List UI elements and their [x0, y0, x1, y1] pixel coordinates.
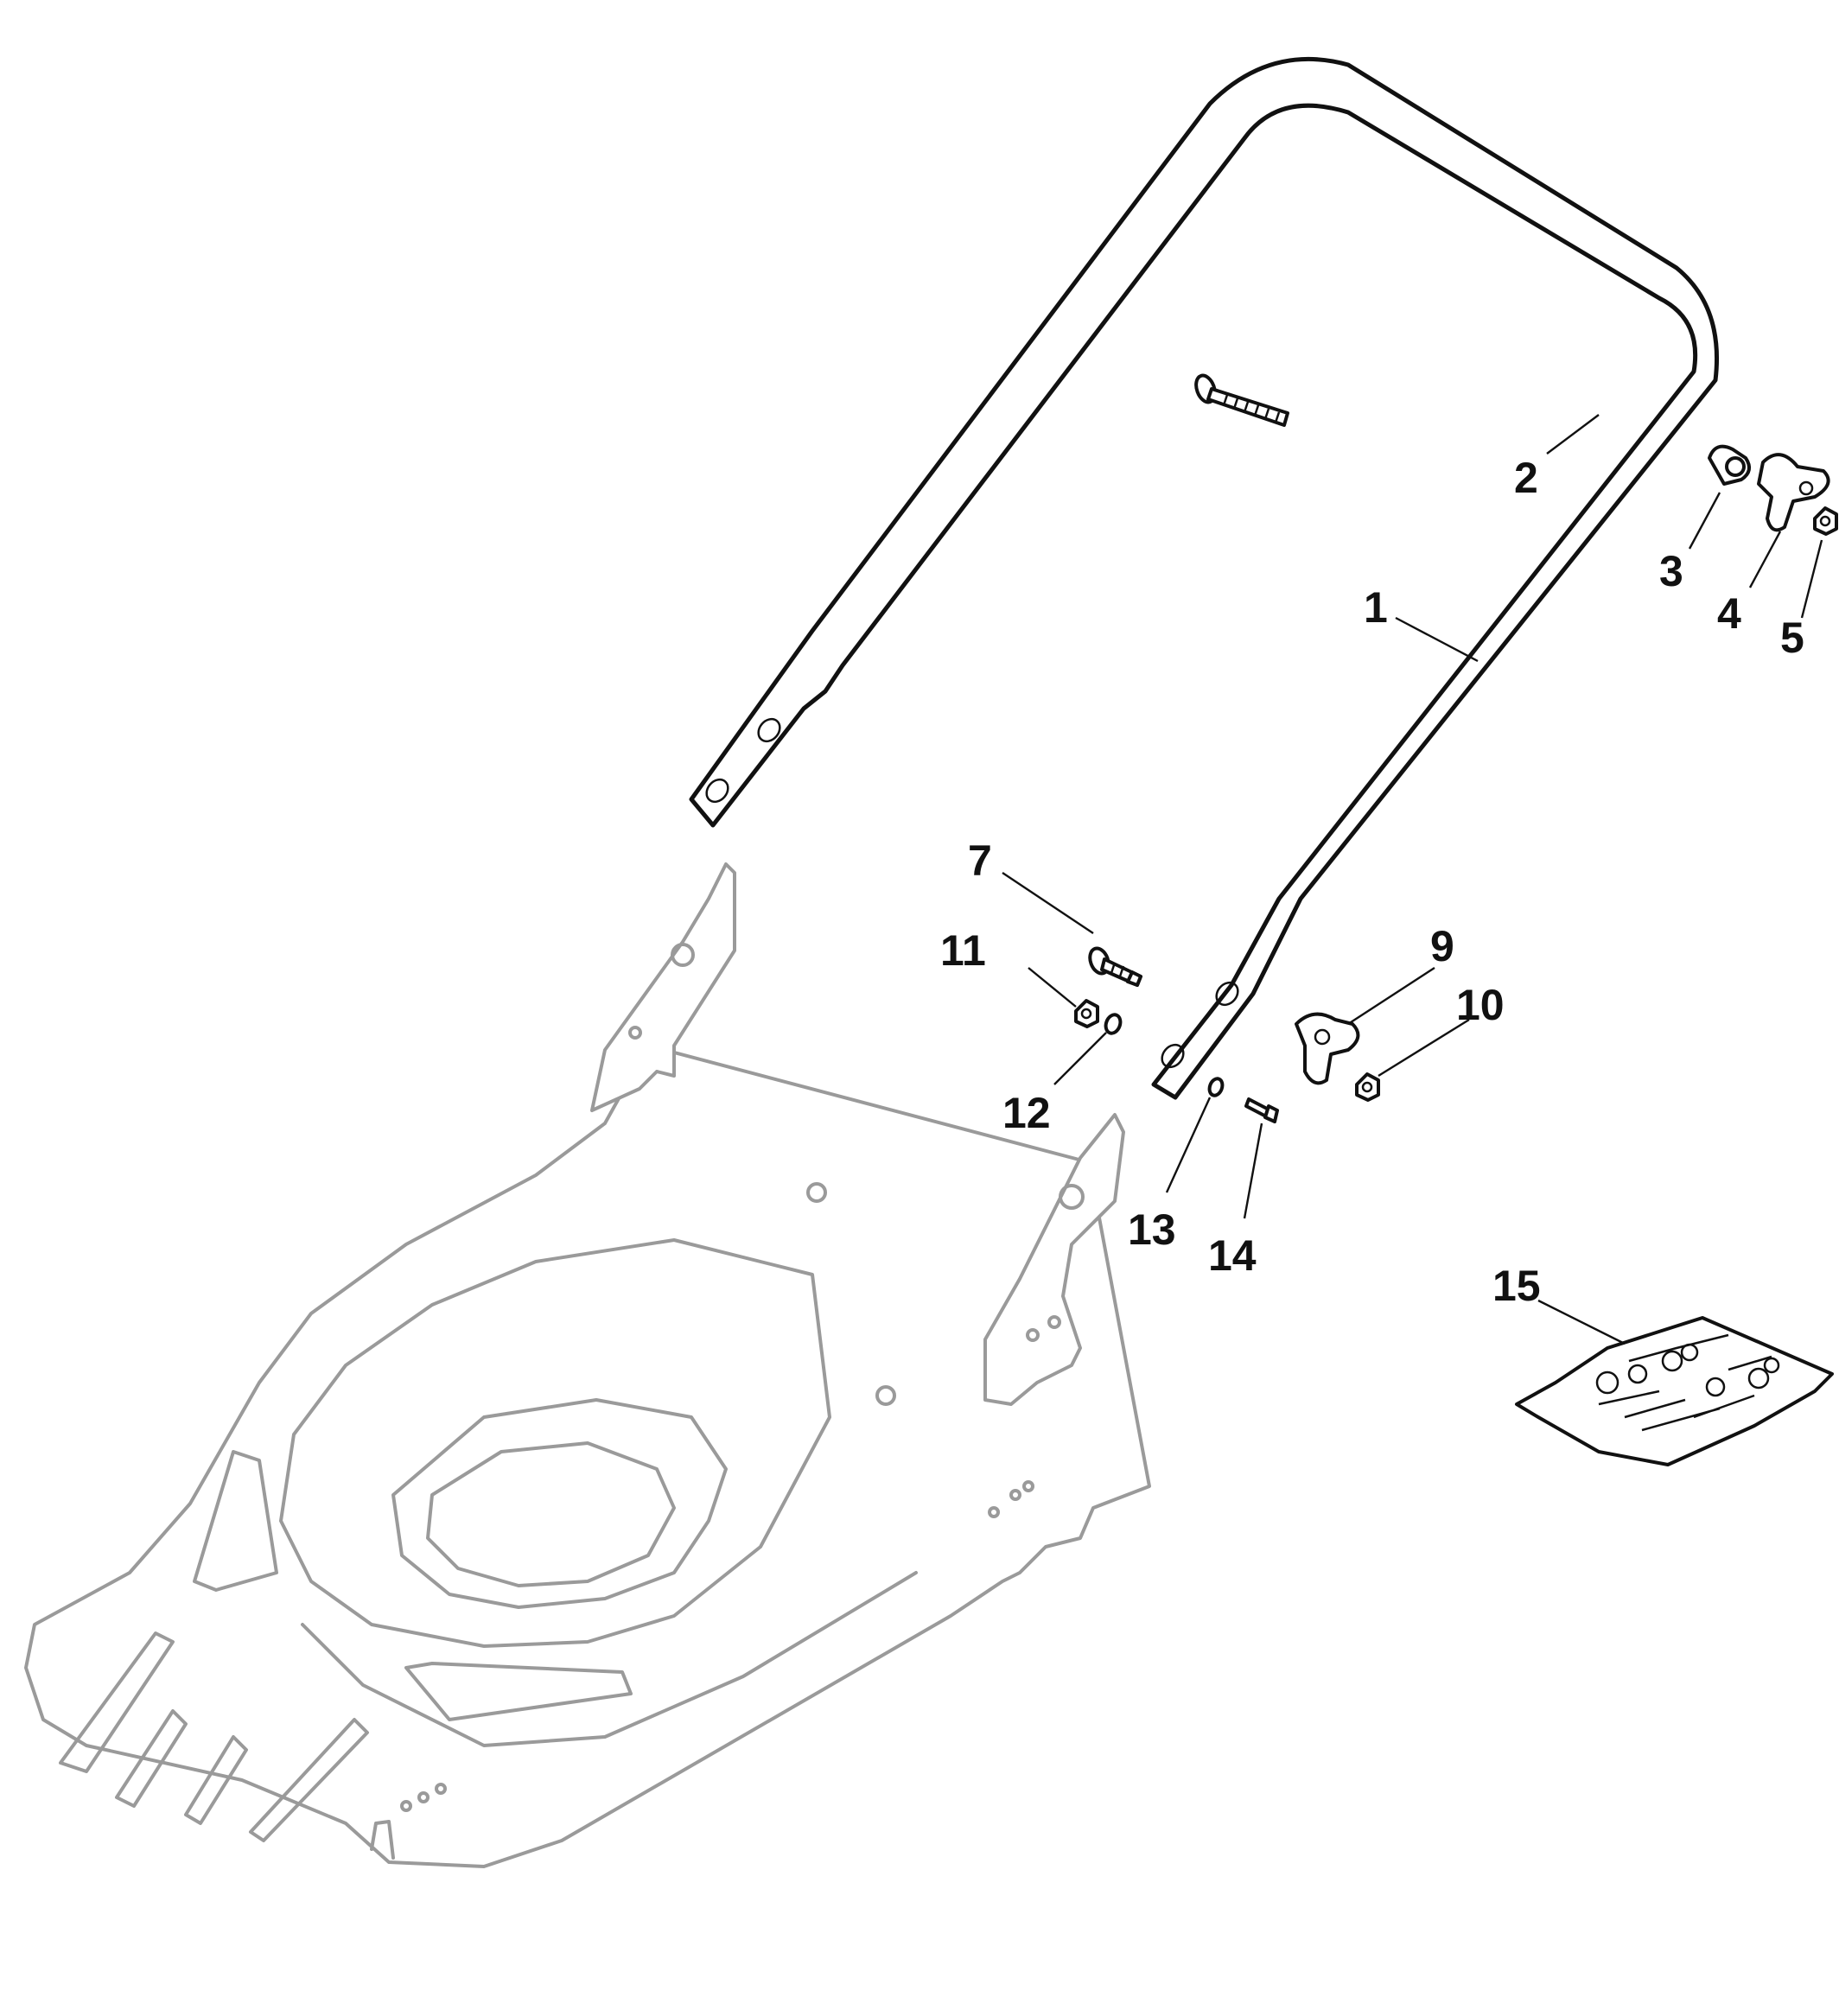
callout-1: 1: [1364, 583, 1388, 632]
leader-10: [1378, 1018, 1470, 1078]
callout-4: 4: [1717, 589, 1741, 638]
callout-15: 15: [1492, 1262, 1541, 1310]
leader-1: [1395, 616, 1479, 663]
callout-2: 2: [1514, 454, 1538, 502]
washer-13: [1207, 1077, 1225, 1097]
callout-12: 12: [1002, 1089, 1051, 1137]
washer-3: [1708, 444, 1751, 486]
nut-10: [1355, 1072, 1380, 1102]
leader-7: [1002, 872, 1094, 934]
leader-2: [1546, 414, 1600, 455]
callout-9: 9: [1430, 922, 1454, 970]
washer-12: [1104, 1013, 1123, 1035]
callout-labels: 1 2 3 4 5 7 9 10 11 12 13 14 15: [940, 454, 1804, 1310]
leader-13: [1165, 1097, 1212, 1193]
mower-deck: [24, 862, 1151, 1868]
callout-7: 7: [968, 836, 992, 885]
leader-14: [1243, 1122, 1263, 1219]
callout-10: 10: [1456, 981, 1505, 1029]
leader-9: [1347, 966, 1435, 1026]
handle-bar: [689, 56, 1720, 1100]
carriage-bolt-7: [1088, 946, 1142, 987]
hardware-kit-bag-15: [1515, 1316, 1834, 1466]
leader-4: [1748, 531, 1782, 588]
nut-5: [1813, 506, 1838, 536]
callout-11: 11: [940, 926, 986, 975]
leader-12: [1053, 1032, 1107, 1085]
callout-3: 3: [1659, 547, 1683, 595]
star-knob-9: [1295, 1012, 1360, 1085]
leader-15: [1537, 1299, 1626, 1345]
carriage-bolt-2: [1194, 373, 1289, 427]
leader-11: [1028, 967, 1077, 1008]
screw-14: [1244, 1097, 1279, 1123]
callout-13: 13: [1128, 1205, 1176, 1254]
callout-14: 14: [1208, 1231, 1257, 1280]
callout-5: 5: [1780, 614, 1804, 662]
leader-3: [1688, 492, 1721, 550]
leader-5: [1800, 539, 1823, 619]
star-knob-4: [1757, 453, 1830, 532]
leader-lines: [1002, 414, 1823, 1345]
nut-11: [1074, 999, 1099, 1028]
